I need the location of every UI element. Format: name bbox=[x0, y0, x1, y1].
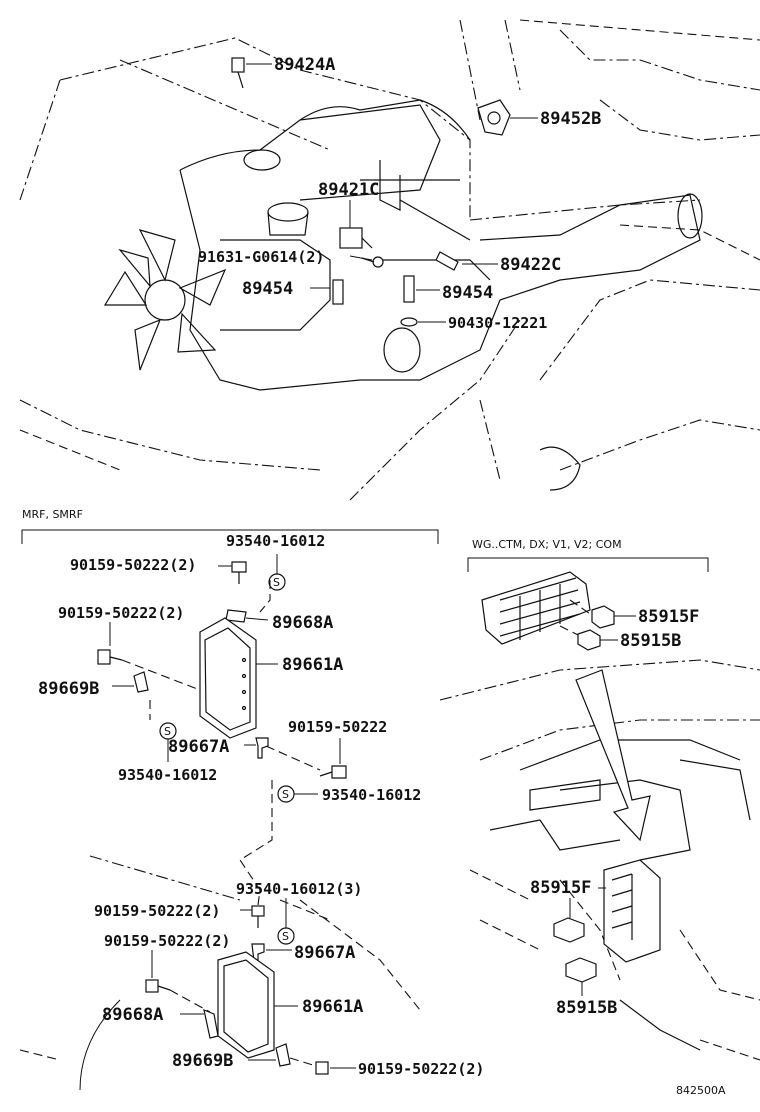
label-85915F-top: 85915F bbox=[638, 607, 699, 627]
label-89661A-top: 89661A bbox=[282, 655, 343, 675]
label-85915B-bottom: 85915B bbox=[556, 998, 617, 1018]
part-89669B-bottom-bracket[interactable] bbox=[275, 1043, 291, 1067]
svg-text:S: S bbox=[164, 725, 171, 738]
part-85915F-top-relay[interactable] bbox=[591, 605, 615, 629]
part-85915B-bottom-relay[interactable] bbox=[565, 957, 597, 983]
svg-text:S: S bbox=[282, 788, 289, 801]
label-85915B-top: 85915B bbox=[620, 631, 681, 651]
part-89668A-top-bracket[interactable] bbox=[225, 609, 247, 623]
label-85915F-bottom: 85915F bbox=[530, 878, 591, 898]
part-bolt-90159-e[interactable] bbox=[145, 979, 171, 993]
label-90159-50222-d: 90159-50222(2) bbox=[94, 902, 220, 920]
s-mark-bottom: S bbox=[277, 927, 295, 945]
label-91631-G0614: 91631-G0614(2) bbox=[198, 248, 324, 266]
label-89668A-top: 89668A bbox=[272, 613, 333, 633]
part-89452B-sensor[interactable] bbox=[477, 99, 538, 136]
part-85915B-top-relay[interactable] bbox=[577, 629, 601, 651]
part-89661A-ecu-top[interactable] bbox=[199, 617, 257, 739]
label-89452B: 89452B bbox=[540, 109, 601, 129]
engine-illustration bbox=[19, 19, 760, 501]
section-title-right: WG..CTM, DX; V1, V2; COM bbox=[472, 538, 622, 551]
part-89424A-sensor[interactable] bbox=[231, 57, 272, 89]
part-bolt-90159-b[interactable] bbox=[97, 649, 123, 665]
part-89421C-sensor[interactable] bbox=[339, 200, 373, 249]
s-mark-mid-right: S bbox=[277, 785, 295, 803]
relay-block-top[interactable] bbox=[481, 571, 591, 645]
part-89667A-top[interactable] bbox=[255, 737, 269, 759]
label-89422C: 89422C bbox=[500, 255, 561, 275]
label-89454-left: 89454 bbox=[242, 279, 293, 299]
drawing-number: 842500A bbox=[676, 1084, 726, 1097]
label-89669B-bottom: 89669B bbox=[172, 1051, 233, 1071]
part-89454-right-sensor[interactable] bbox=[403, 275, 440, 303]
part-89669B-top-bracket[interactable] bbox=[133, 671, 149, 693]
label-90159-50222-e: 90159-50222(2) bbox=[104, 932, 230, 950]
part-91631-G0614-bolt[interactable] bbox=[349, 255, 384, 268]
label-90159-50222-c: 90159-50222 bbox=[288, 718, 387, 736]
part-89422C-sensor[interactable] bbox=[435, 251, 498, 271]
label-89454-right: 89454 bbox=[442, 283, 493, 303]
label-89668A-bottom: 89668A bbox=[102, 1005, 163, 1025]
label-93540-16012-mid-left: 93540-16012 bbox=[118, 766, 217, 784]
label-89421C: 89421C bbox=[318, 180, 379, 200]
part-89661A-ecu-bottom[interactable] bbox=[217, 951, 275, 1059]
label-90430-12221: 90430-12221 bbox=[448, 314, 547, 332]
label-90159-50222-a: 90159-50222(2) bbox=[70, 556, 196, 574]
part-bolt-90159-f[interactable] bbox=[315, 1061, 329, 1075]
label-93540-16012-3: 93540-16012(3) bbox=[236, 880, 362, 898]
label-89669B-top: 89669B bbox=[38, 679, 99, 699]
label-90159-50222-b: 90159-50222(2) bbox=[58, 604, 184, 622]
svg-text:S: S bbox=[282, 930, 289, 943]
section-bracket-left bbox=[21, 529, 439, 544]
relay-block-bottom[interactable] bbox=[603, 859, 661, 963]
part-89668A-bottom-bracket[interactable] bbox=[203, 1009, 219, 1039]
label-90159-50222-f: 90159-50222(2) bbox=[358, 1060, 484, 1078]
section-bracket-right bbox=[467, 557, 709, 572]
label-89667A-top: 89667A bbox=[168, 737, 229, 757]
label-93540-16012-mid-right: 93540-16012 bbox=[322, 786, 421, 804]
part-bolt-90159-a[interactable] bbox=[231, 561, 247, 584]
part-89454-left-sensor[interactable] bbox=[310, 279, 344, 305]
part-85915F-bottom-relay[interactable] bbox=[553, 917, 585, 943]
part-bolt-90159-d[interactable] bbox=[251, 905, 265, 928]
label-93540-16012-top: 93540-16012 bbox=[226, 532, 325, 550]
part-90430-12221-washer[interactable] bbox=[400, 317, 446, 327]
label-89661A-bottom: 89661A bbox=[302, 997, 363, 1017]
section-title-mrf-smrf: MRF, SMRF bbox=[22, 508, 83, 521]
location-arrow-icon bbox=[575, 669, 651, 842]
label-89667A-bottom: 89667A bbox=[294, 943, 355, 963]
svg-text:S: S bbox=[273, 576, 280, 589]
part-bolt-90159-c[interactable] bbox=[319, 765, 347, 779]
label-89424A: 89424A bbox=[274, 55, 335, 75]
s-mark-top: S bbox=[268, 573, 286, 591]
